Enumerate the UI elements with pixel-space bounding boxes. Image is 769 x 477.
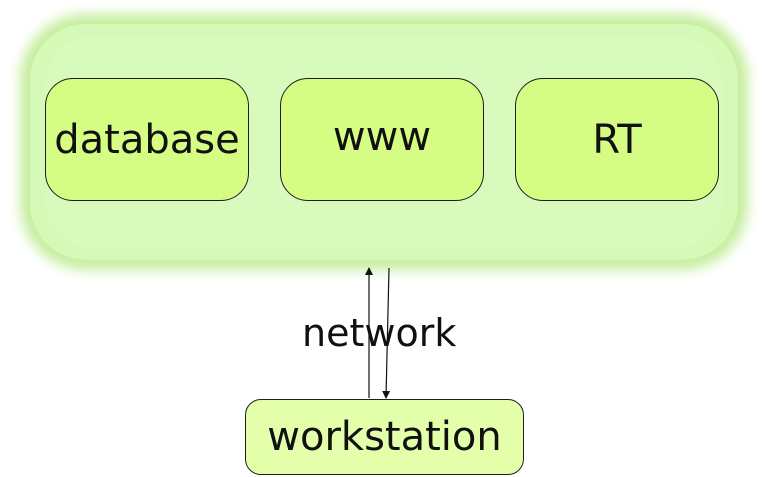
rt-server-label: RT	[592, 116, 642, 163]
download-arrow	[382, 267, 391, 399]
network-label: network	[302, 311, 457, 355]
www-server-node: www	[280, 78, 484, 201]
workstation-label: workstation	[267, 414, 502, 460]
database-server-label: database	[54, 116, 240, 163]
workstation-node: workstation	[245, 399, 524, 475]
www-server-label: www	[332, 113, 432, 160]
rt-server-node: RT	[515, 78, 719, 201]
database-server-node: database	[45, 78, 249, 201]
